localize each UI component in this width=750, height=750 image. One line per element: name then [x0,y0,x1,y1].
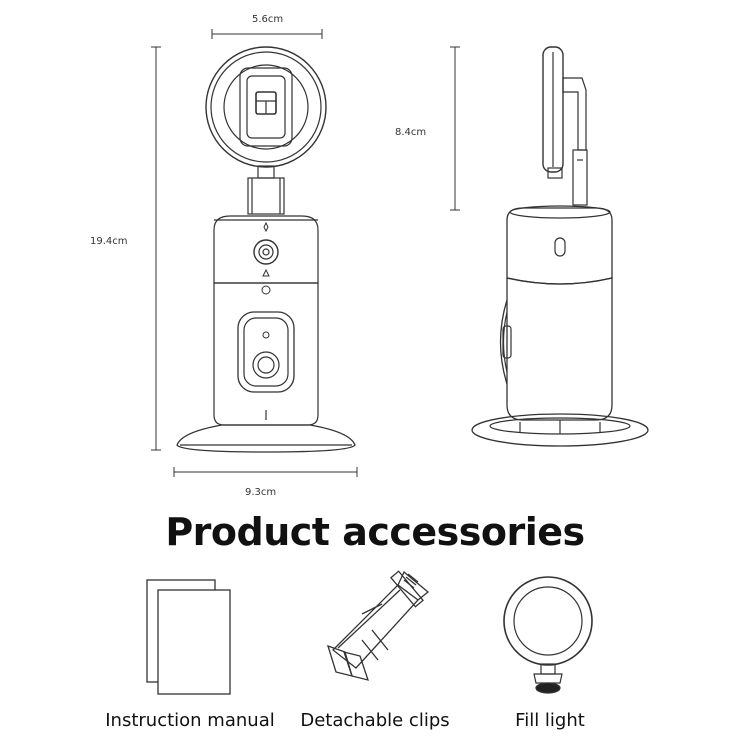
fill-light-icon [503,576,593,694]
accessory-label-fill-light: Fill light [515,710,585,731]
side-view [471,46,649,447]
dimension-height-total: 19.4cm [90,236,128,247]
dimension-width-top: 5.6cm [252,14,284,25]
clip-icon [326,570,430,681]
accessory-label-clips: Detachable clips [300,710,450,731]
dimension-lines [151,29,460,477]
dimension-width-base: 9.3cm [245,487,277,498]
front-view [176,46,356,453]
dimension-height-side: 8.4cm [395,127,427,138]
section-title: Product accessories [165,510,585,554]
manual-icon [146,579,231,695]
accessory-label-manual: Instruction manual [105,710,275,731]
